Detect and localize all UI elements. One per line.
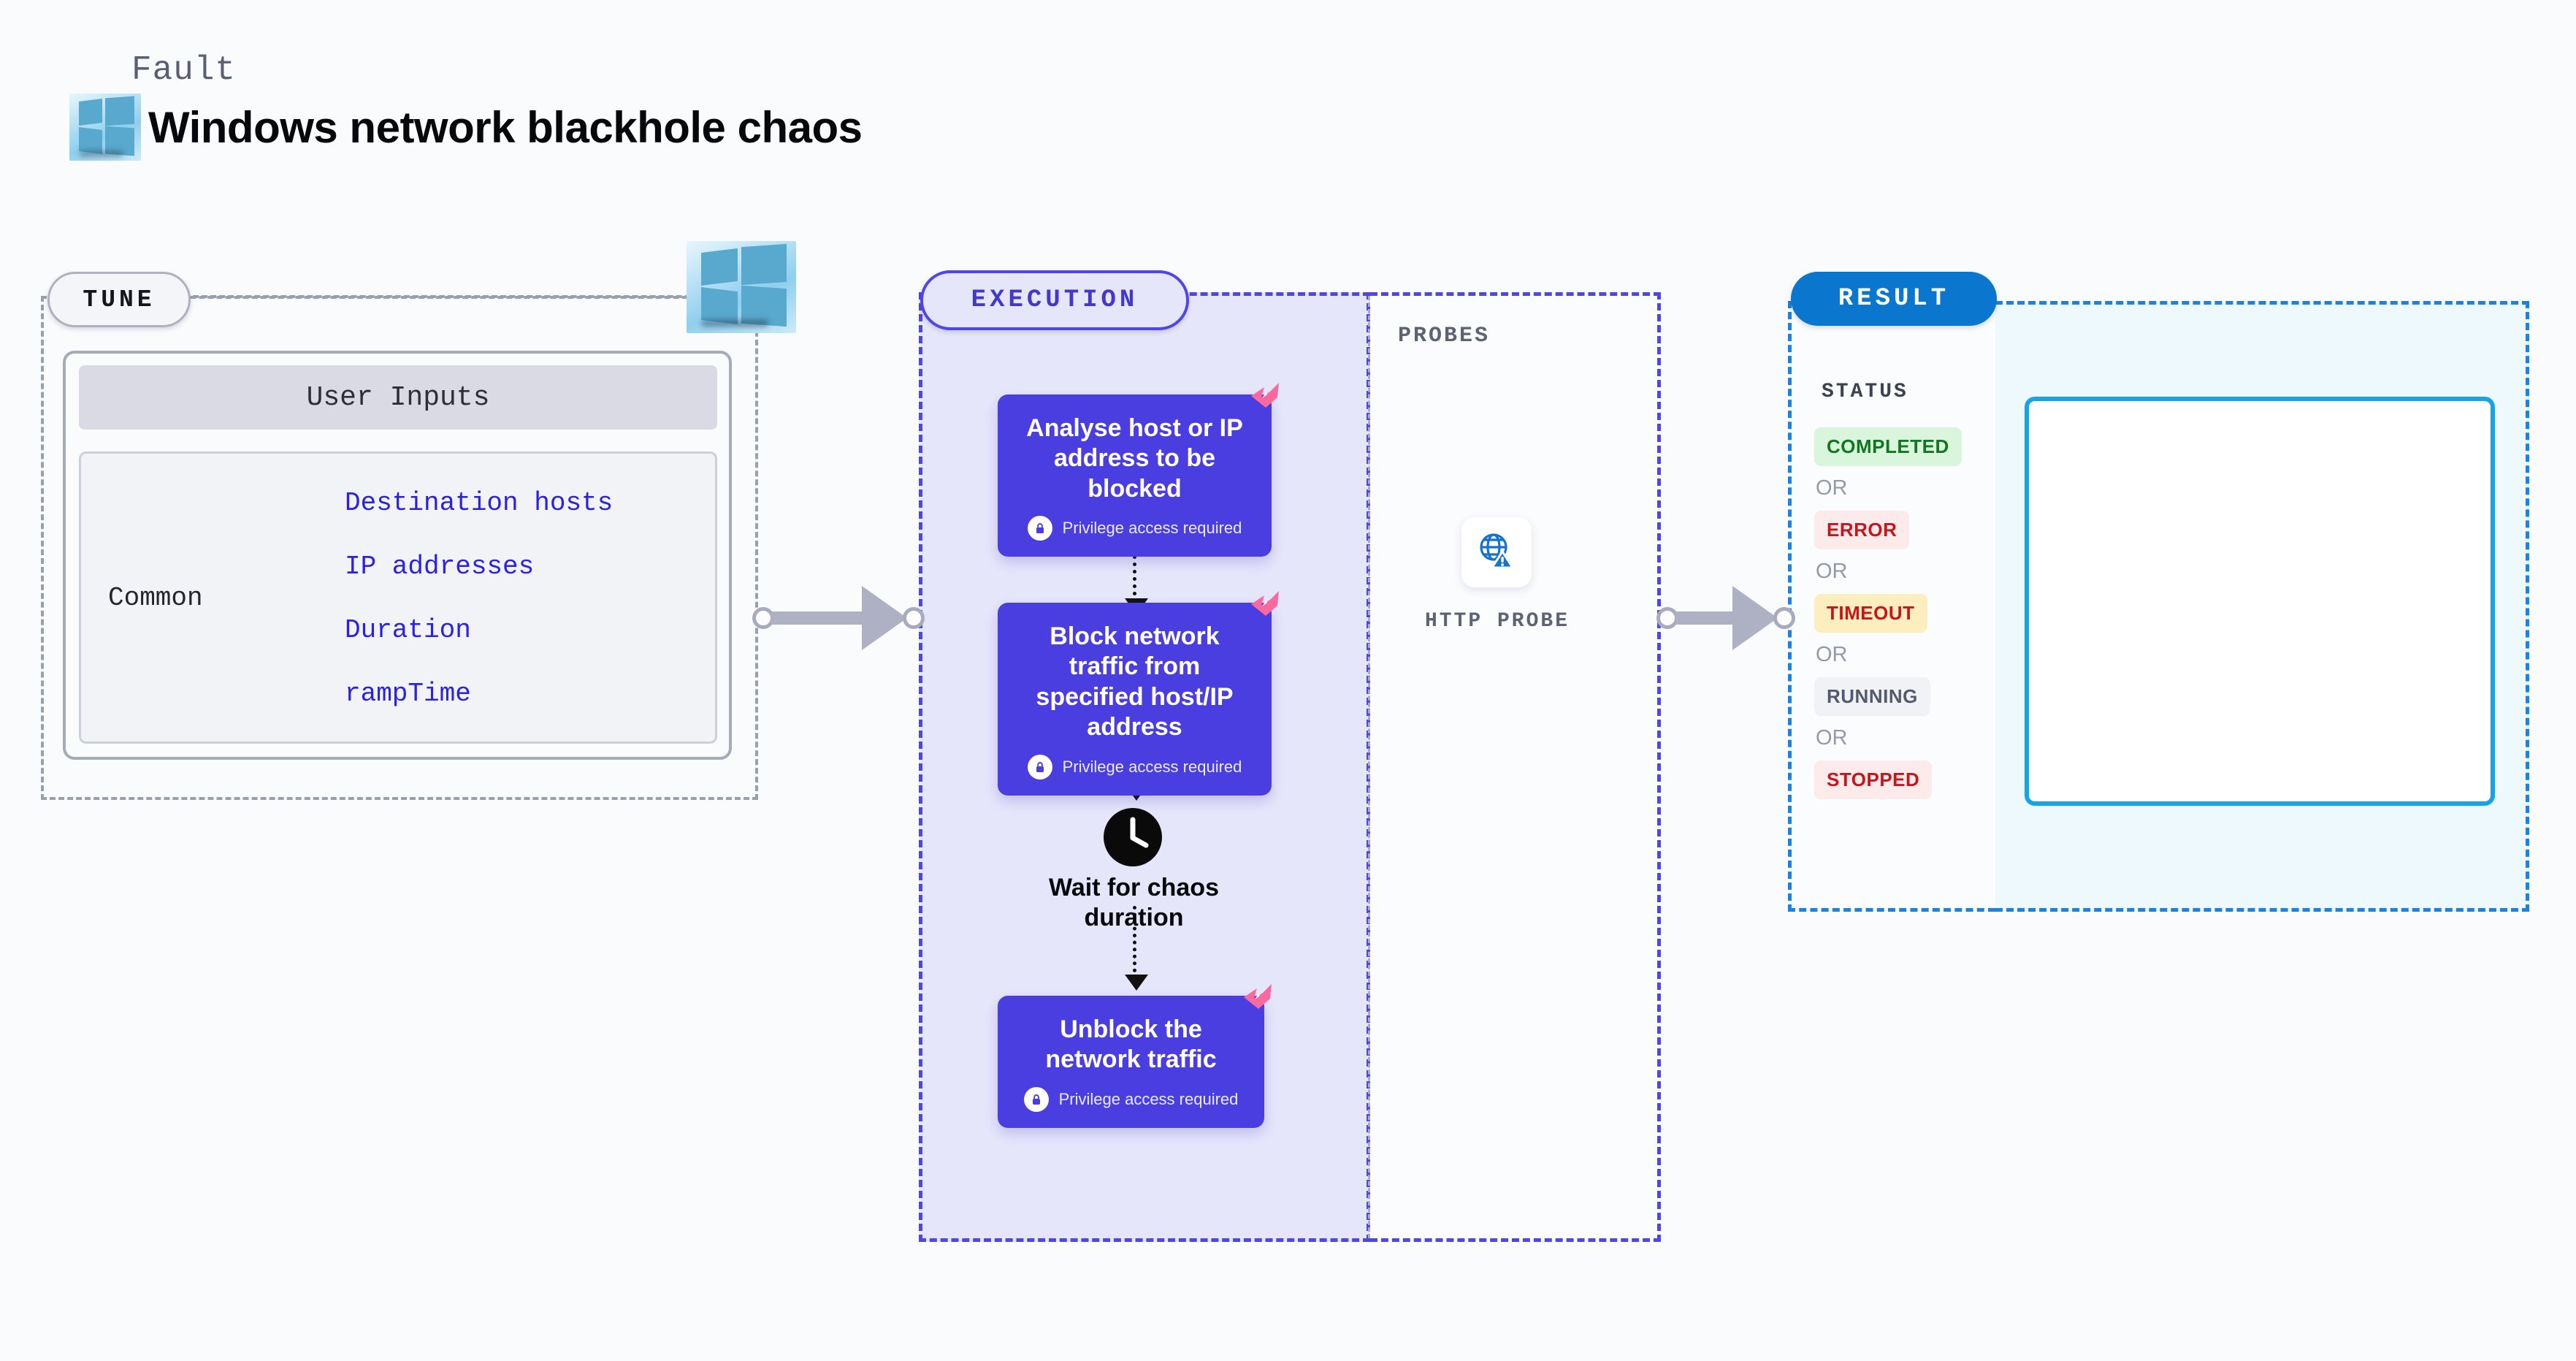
fault-kicker-label: Fault: [131, 51, 237, 89]
or-separator: OR: [1816, 643, 1848, 666]
privilege-text: Privilege access required: [1062, 757, 1242, 776]
status-badge-error: ERROR: [1814, 511, 1910, 549]
step-title: Unblock the network traffic: [1045, 1015, 1217, 1074]
output-card: [2025, 397, 2495, 806]
globe-warning-icon: [1475, 530, 1518, 576]
litmus-logo-icon: [1248, 378, 1282, 412]
status-badge-timeout: TIMEOUT: [1814, 594, 1927, 633]
input-destination-hosts[interactable]: Destination hosts: [345, 488, 614, 518]
privilege-note: Privilege access required: [1027, 516, 1242, 541]
litmus-logo-icon: [1241, 980, 1274, 1013]
step-title: Block network traffic from specified hos…: [1036, 622, 1234, 742]
title-row: Windows network blackhole chaos: [69, 94, 863, 161]
arrow-head-icon: [1732, 586, 1778, 650]
result-section-pill[interactable]: RESULT: [1791, 272, 1997, 326]
arrow-end-node: [1773, 607, 1795, 629]
probes-section-title: PROBES: [1398, 324, 1491, 348]
arrow-head-icon: [862, 586, 907, 650]
execution-step-analyse[interactable]: Analyse host or IP address to be blocked…: [998, 383, 1279, 557]
common-group-label: Common: [108, 583, 203, 613]
step-title: Analyse host or IP address to be blocked: [1026, 414, 1243, 503]
status-list: COMPLETED OR ERROR OR TIMEOUT OR RUNNING…: [1814, 427, 1990, 799]
privilege-note: Privilege access required: [1027, 754, 1242, 779]
execution-section-pill[interactable]: EXECUTION: [920, 270, 1189, 330]
lock-icon: [1027, 754, 1052, 779]
clock-icon: [1102, 807, 1163, 868]
execution-step-block[interactable]: Block network traffic from specified hos…: [998, 591, 1279, 796]
litmus-logo-icon: [1248, 587, 1282, 620]
lock-icon: [1027, 516, 1052, 541]
status-badge-stopped: STOPPED: [1814, 760, 1933, 799]
page-title: Windows network blackhole chaos: [148, 102, 863, 152]
input-duration[interactable]: Duration: [345, 615, 471, 645]
or-separator: OR: [1816, 560, 1848, 583]
probe-item-label: HTTP PROBE: [1424, 610, 1570, 633]
input-ip-addresses[interactable]: IP addresses: [345, 552, 535, 582]
arrow-tune-to-execution: [752, 586, 925, 650]
user-inputs-header: User Inputs: [79, 365, 717, 430]
windows-logo-icon: [687, 241, 796, 333]
status-badge-completed: COMPLETED: [1814, 427, 1962, 466]
wait-step-label: Wait for chaos duration: [1049, 874, 1219, 932]
or-separator: OR: [1816, 726, 1848, 750]
privilege-text: Privilege access required: [1058, 1089, 1239, 1108]
arrow-end-node: [903, 607, 925, 629]
probe-item-http[interactable]: [1461, 517, 1532, 587]
privilege-text: Privilege access required: [1062, 519, 1242, 538]
page-header: Fault Windows network blackhole chaos: [69, 51, 863, 161]
or-separator: OR: [1816, 476, 1848, 500]
status-heading: STATUS: [1822, 381, 1908, 403]
tune-section-pill[interactable]: TUNE: [47, 272, 191, 327]
probes-section-container: [1368, 292, 1661, 1242]
flow-connector-3: [1125, 906, 1148, 991]
arrow-shaft: [1675, 611, 1735, 625]
flow-connector-1: [1125, 555, 1148, 614]
input-ramptime[interactable]: rampTime: [345, 679, 471, 709]
tune-connector-line: [184, 295, 761, 298]
status-badge-running: RUNNING: [1814, 677, 1930, 716]
privilege-note: Privilege access required: [1023, 1086, 1239, 1112]
windows-logo-icon: [69, 94, 141, 161]
common-inputs-list: Destination hosts IP addresses Duration …: [345, 488, 613, 709]
common-inputs-panel: [79, 451, 717, 744]
arrow-shaft: [771, 611, 865, 625]
lock-icon: [1023, 1086, 1049, 1112]
arrow-probes-to-result: [1656, 586, 1795, 650]
execution-step-unblock[interactable]: Unblock the network traffic Privilege ac…: [998, 984, 1272, 1128]
